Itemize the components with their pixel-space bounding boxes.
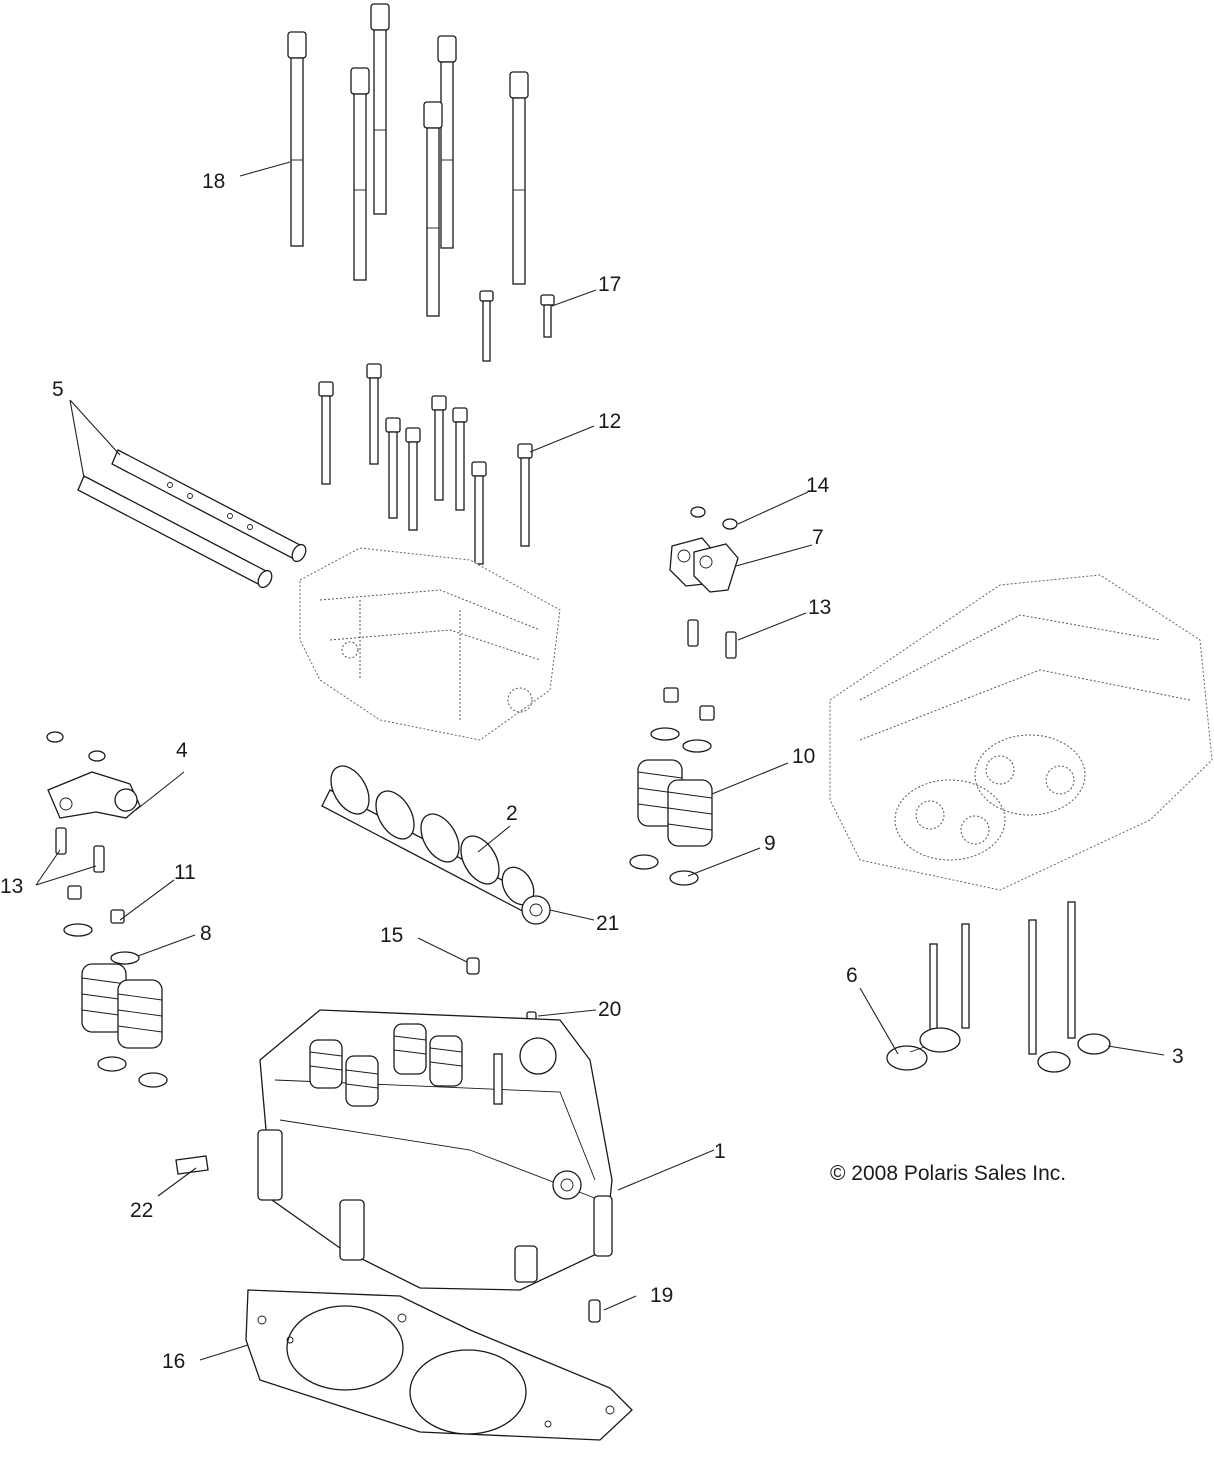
callout-19: 19 xyxy=(650,1284,673,1307)
head-bolt xyxy=(370,3,390,215)
callout-7: 7 xyxy=(812,526,824,549)
callout-1: 1 xyxy=(714,1140,726,1163)
callout-10: 10 xyxy=(792,745,815,768)
camshaft xyxy=(321,765,551,925)
callout-18: 18 xyxy=(202,170,225,193)
head-bolt xyxy=(287,31,307,247)
callout-6: 6 xyxy=(846,964,858,987)
callout-16: 16 xyxy=(162,1350,185,1373)
small-bolts xyxy=(479,290,555,362)
callout-13-right: 13 xyxy=(808,596,831,619)
valve-spring xyxy=(117,979,163,1049)
callout-9: 9 xyxy=(764,832,776,855)
valve-train-left xyxy=(63,885,168,1088)
valve xyxy=(919,923,970,1053)
callout-21: 21 xyxy=(596,912,619,935)
cylinder-head xyxy=(257,1009,613,1291)
valve-spring xyxy=(309,1039,343,1089)
callout-4: 4 xyxy=(176,739,188,762)
callout-5: 5 xyxy=(52,378,64,401)
valves xyxy=(886,901,1111,1073)
cam-cap-bolts xyxy=(318,363,533,565)
head-bolt xyxy=(437,35,457,249)
callout-22: 22 xyxy=(130,1199,153,1222)
callout-11: 11 xyxy=(174,861,196,884)
cam-carrier-ghost xyxy=(299,547,561,741)
cylinder-head-ghost xyxy=(829,574,1213,891)
callout-12: 12 xyxy=(598,410,621,433)
head-gasket xyxy=(245,1289,633,1441)
callout-2: 2 xyxy=(506,802,518,825)
head-bolts xyxy=(287,3,529,317)
valve-spring xyxy=(345,1055,379,1107)
rocker-arms-right xyxy=(669,506,739,659)
valve xyxy=(886,943,938,1071)
callout-20: 20 xyxy=(598,998,621,1021)
valve xyxy=(1028,919,1071,1073)
valve-spring xyxy=(667,779,713,847)
head-bolt xyxy=(350,67,370,281)
rocker-arm-left xyxy=(46,731,141,873)
callout-8: 8 xyxy=(200,922,212,945)
copyright-notice: © 2008 Polaris Sales Inc. xyxy=(830,1162,1066,1185)
head-bolt xyxy=(423,101,443,317)
callout-14: 14 xyxy=(806,474,830,497)
valve-spring xyxy=(429,1035,463,1087)
callout-15: 15 xyxy=(380,924,403,947)
callout-17: 17 xyxy=(598,273,621,296)
valve xyxy=(1067,901,1111,1055)
callout-labels: 1 2 3 4 5 6 7 8 9 10 11 12 13 13 14 15 1… xyxy=(0,170,1184,1373)
dowel-pins xyxy=(175,957,601,1323)
callout-3: 3 xyxy=(1172,1045,1184,1068)
valve-spring xyxy=(393,1023,427,1075)
leader-lines xyxy=(35,161,1165,1361)
valve-train-right xyxy=(629,687,715,886)
callout-13-left: 13 xyxy=(0,875,23,898)
rocker-shafts xyxy=(77,449,307,589)
head-bolt xyxy=(509,71,529,285)
